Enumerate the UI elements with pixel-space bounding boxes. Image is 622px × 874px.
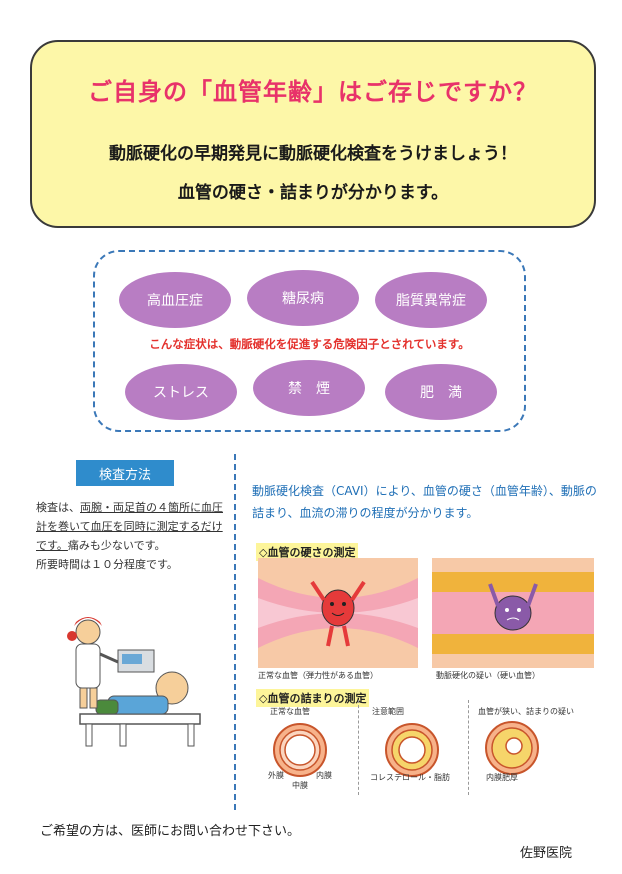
risk-hypertension: 高血圧症 — [119, 272, 231, 328]
risk-stress: ストレス — [125, 364, 237, 420]
normal-vessel-image — [258, 558, 418, 668]
risk-diabetes: 糖尿病 — [247, 270, 359, 326]
label-intimal-thickening: 内膜肥厚 — [486, 773, 518, 782]
label-cholesterol: コレステロール・脂肪 — [370, 773, 450, 782]
cross-section-caution — [385, 723, 439, 777]
risk-dyslipidemia: 脂質異常症 — [375, 272, 487, 328]
method-text-d: 所要時間は１０分程度です。 — [36, 558, 178, 571]
exam-illustration — [67, 617, 201, 747]
column-divider — [234, 454, 236, 810]
blockage-heading: ◇血管の詰まりの測定 — [256, 689, 370, 707]
cross-section-title-caution: 注意範囲 — [372, 707, 404, 716]
hardened-vessel-caption: 動脈硬化の疑い（硬い血管） — [436, 671, 540, 680]
cross-section-separator-1 — [358, 700, 359, 795]
footer-note: ご希望の方は、医師にお問い合わせ下さい。 — [40, 824, 301, 839]
cross-section-narrow — [485, 721, 539, 775]
method-text: 検査は、両腕・両足首の４箇所に血圧計を巻いて血圧を同時に測定するだけです。痛みも… — [36, 498, 228, 574]
method-text-c: 痛みも少ないです。 — [67, 539, 166, 552]
method-text-b: 両腕・両足首の４箇所に血圧計を巻いて血圧を同時に測定するだけです。 — [36, 501, 223, 552]
normal-vessel-caption: 正常な血管（弾力性がある血管） — [258, 671, 378, 680]
risk-obesity: 肥 満 — [385, 364, 497, 420]
cross-section-normal — [273, 723, 327, 777]
page-title: ご自身の「血管年齢」はご存じですか？ — [88, 78, 538, 106]
stiffness-heading: ◇血管の硬さの測定 — [256, 543, 359, 561]
label-middle-membrane: 中膜 — [292, 781, 308, 790]
cross-section-title-narrow: 血管が狭い、詰まりの疑い — [478, 707, 574, 716]
clinic-name: 佐野医院 — [520, 846, 573, 861]
cross-section-title-normal: 正常な血管 — [270, 707, 310, 716]
hardened-vessel-image — [432, 558, 594, 668]
risk-factor-box: 高血圧症 糖尿病 脂質異常症 こんな症状は、動脈硬化を促進する危険因子とされてい… — [93, 250, 526, 432]
label-outer-membrane: 外膜 — [268, 771, 284, 780]
cavi-description: 動脈硬化検査（CAVI）により、血管の硬さ（血管年齢）、動脈の詰まり、血流の滞り… — [252, 484, 597, 520]
method-text-a: 検査は、 — [36, 501, 80, 514]
title-box: ご自身の「血管年齢」はご存じですか？ 動脈硬化の早期発見に動脈硬化検査をうけまし… — [30, 40, 596, 228]
risk-note: こんな症状は、動脈硬化を促進する危険因子とされています。 — [149, 337, 470, 351]
cross-section-separator-2 — [468, 700, 469, 795]
subtitle-line-2: 血管の硬さ・詰まりが分かります。 — [177, 183, 449, 203]
method-label: 検査方法 — [76, 460, 174, 486]
risk-smoking: 禁 煙 — [253, 360, 365, 416]
subtitle-line-1: 動脈硬化の早期発見に動脈硬化検査をうけましょう！ — [109, 144, 517, 164]
label-inner-membrane: 内膜 — [316, 771, 332, 780]
